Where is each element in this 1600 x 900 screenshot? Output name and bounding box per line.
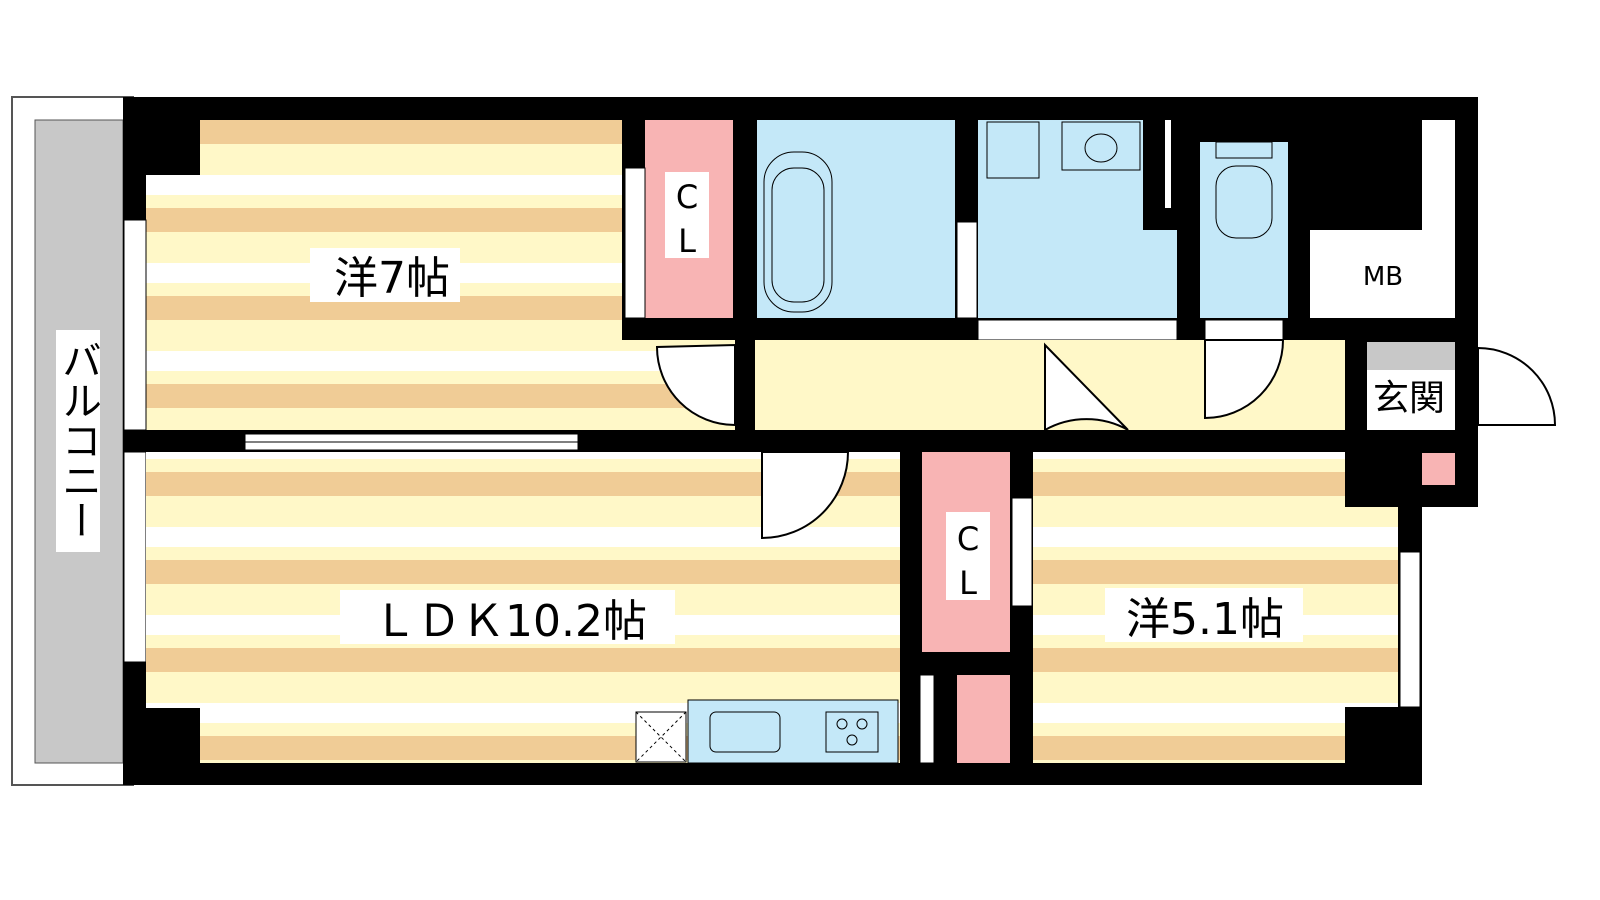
room-western-5: 洋5.1帖 bbox=[1033, 430, 1422, 785]
closet-1: C L bbox=[624, 120, 733, 319]
meter-box: MB bbox=[1310, 120, 1455, 318]
hallway-doors[interactable] bbox=[655, 339, 1285, 540]
sink-icon bbox=[709, 711, 781, 753]
bathroom bbox=[757, 120, 978, 319]
closet-2-door[interactable] bbox=[1011, 497, 1033, 607]
closet-1-door[interactable] bbox=[624, 167, 646, 319]
window-east[interactable] bbox=[1399, 551, 1421, 708]
washroom-door[interactable] bbox=[977, 319, 1178, 341]
meter-box-label: MB bbox=[1363, 262, 1403, 292]
kitchen-counter bbox=[687, 699, 899, 764]
balcony: バルコニー bbox=[11, 96, 134, 786]
closet-2-label-l: L bbox=[959, 564, 977, 602]
toilet-door[interactable] bbox=[1204, 319, 1284, 341]
entrance-door[interactable] bbox=[1477, 346, 1557, 426]
window-west-1[interactable] bbox=[123, 219, 147, 431]
window-west-2[interactable] bbox=[123, 451, 147, 663]
bathtub-icon bbox=[763, 151, 833, 313]
stove-icon bbox=[825, 711, 879, 753]
closet-2: C L bbox=[919, 452, 1033, 764]
balcony-label: バルコニー bbox=[55, 340, 101, 540]
room-label-western-5: 洋5.1帖 bbox=[1126, 594, 1284, 645]
closet-1-label-l: L bbox=[678, 222, 696, 260]
closet-1-label-c: C bbox=[676, 178, 698, 216]
closet-2-label-c: C bbox=[957, 520, 979, 558]
entrance: 玄関 bbox=[1367, 342, 1557, 485]
bathroom-door[interactable] bbox=[956, 221, 978, 319]
fridge-space bbox=[635, 711, 687, 763]
room-label-ldk: ＬＤＫ10.2帖 bbox=[373, 596, 647, 647]
washing-machine-icon bbox=[986, 121, 1040, 179]
room-label-western-7: 洋7帖 bbox=[334, 253, 450, 304]
entrance-label: 玄関 bbox=[1373, 378, 1445, 419]
toilet-room bbox=[1200, 141, 1288, 341]
toilet-icon bbox=[1215, 165, 1273, 239]
washbasin-icon bbox=[1061, 121, 1141, 171]
washroom bbox=[977, 120, 1178, 341]
